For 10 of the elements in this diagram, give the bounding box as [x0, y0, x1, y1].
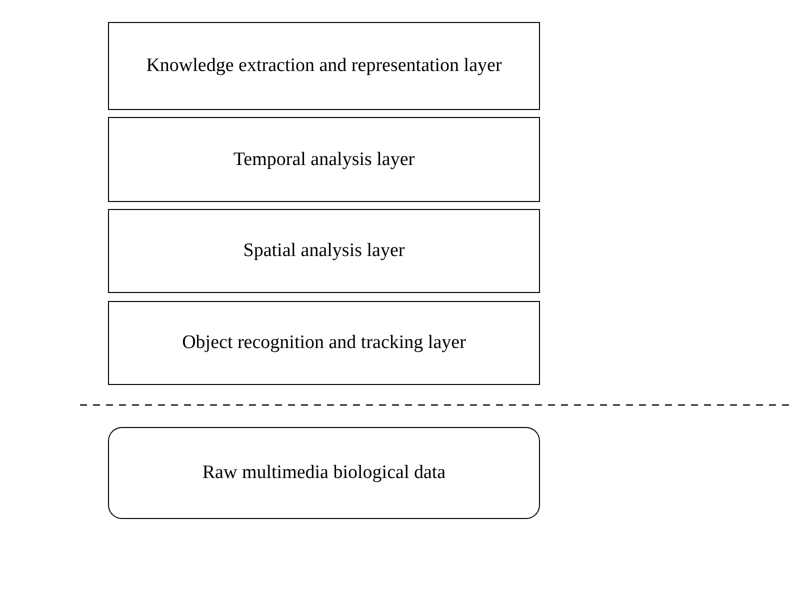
layer-label: Temporal analysis layer [233, 148, 415, 170]
layer-box [108, 209, 540, 293]
layer-box [108, 301, 540, 385]
layer-label: Spatial analysis layer [243, 240, 405, 262]
layer-label: Raw multimedia biological data [202, 462, 446, 484]
layer-box [108, 22, 540, 110]
layer-label: Knowledge extraction and representation layer [146, 55, 502, 77]
data-box [108, 427, 540, 519]
layer-box [108, 117, 540, 202]
layer-label: Object recognition and tracking layer [182, 332, 466, 354]
